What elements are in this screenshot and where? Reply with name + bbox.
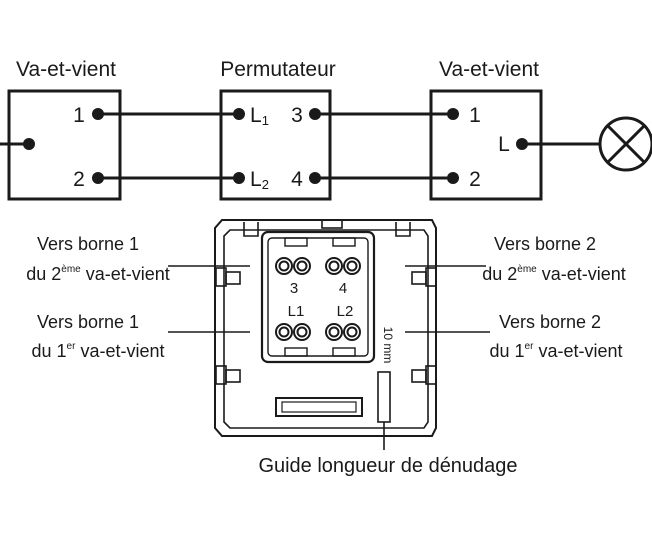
callout-top-left-line1: Vers borne 1	[37, 234, 139, 254]
callout-bottom-right-line2: du 1er va-et-vient	[490, 341, 623, 361]
module-terminal-4-label: 4	[339, 280, 347, 297]
module-bottom-slot	[275, 397, 363, 417]
mid-terminal-4-label: 4	[291, 168, 303, 191]
callout-top-left-line2: du 2ème va-et-vient	[26, 264, 170, 284]
module-terminal-L1-label: L1	[288, 303, 305, 320]
right-terminal-1-dot	[447, 108, 459, 120]
terminal-holes-L1-L2	[275, 323, 361, 341]
intermediate-switch-box	[219, 89, 332, 201]
callout-bottom-left-line2: du 1er va-et-vient	[32, 341, 165, 361]
module-inner-frame	[223, 229, 429, 429]
right-terminal-2-label: 2	[469, 168, 481, 191]
intermediate-switch-title: Permutateur	[220, 58, 336, 81]
lamp-icon	[598, 116, 652, 172]
left-common-dot	[23, 138, 35, 150]
left-terminal-2-dot	[92, 172, 104, 184]
callout-bottom-left-line1: Vers borne 1	[37, 312, 139, 332]
callout-top-right-line1: Vers borne 2	[494, 234, 596, 254]
strip-guide-caption: Guide longueur de dénudage	[258, 455, 517, 477]
module-outer-frame	[214, 219, 437, 437]
left-switch-title: Va-et-vient	[16, 58, 116, 81]
mid-terminal-L2-label: L2	[250, 168, 269, 192]
callout-lines	[168, 265, 490, 450]
mid-terminal-L1-dot	[233, 108, 245, 120]
terminal-block	[260, 230, 376, 364]
mid-terminal-3-label: 3	[291, 104, 303, 127]
module-terminal-L2-label: L2	[337, 303, 354, 320]
callout-bottom-right-line1: Vers borne 2	[499, 312, 601, 332]
right-terminal-L-dot	[516, 138, 528, 150]
left-terminal-1-label: 1	[73, 104, 85, 127]
right-terminal-1-label: 1	[469, 104, 481, 127]
terminal-holes-3-4	[275, 257, 361, 275]
switch-module: 3 4 L1 L2 10 mm	[214, 219, 437, 437]
left-terminal-2-label: 2	[73, 168, 85, 191]
module-terminal-3-label: 3	[290, 280, 298, 297]
mid-terminal-3-dot	[309, 108, 321, 120]
mid-terminal-L1-label: L1	[250, 104, 269, 128]
schematic: Va-et-vient Permutateur Va-et-vient	[0, 58, 652, 201]
strip-gauge	[377, 371, 391, 423]
left-terminal-1-dot	[92, 108, 104, 120]
right-switch-title: Va-et-vient	[439, 58, 539, 81]
mid-terminal-L2-dot	[233, 172, 245, 184]
mid-terminal-4-dot	[309, 172, 321, 184]
strip-gauge-label: 10 mm	[381, 327, 395, 364]
callout-top-right-line2: du 2ème va-et-vient	[482, 264, 626, 284]
right-terminal-2-dot	[447, 172, 459, 184]
right-terminal-L-label: L	[498, 133, 510, 156]
